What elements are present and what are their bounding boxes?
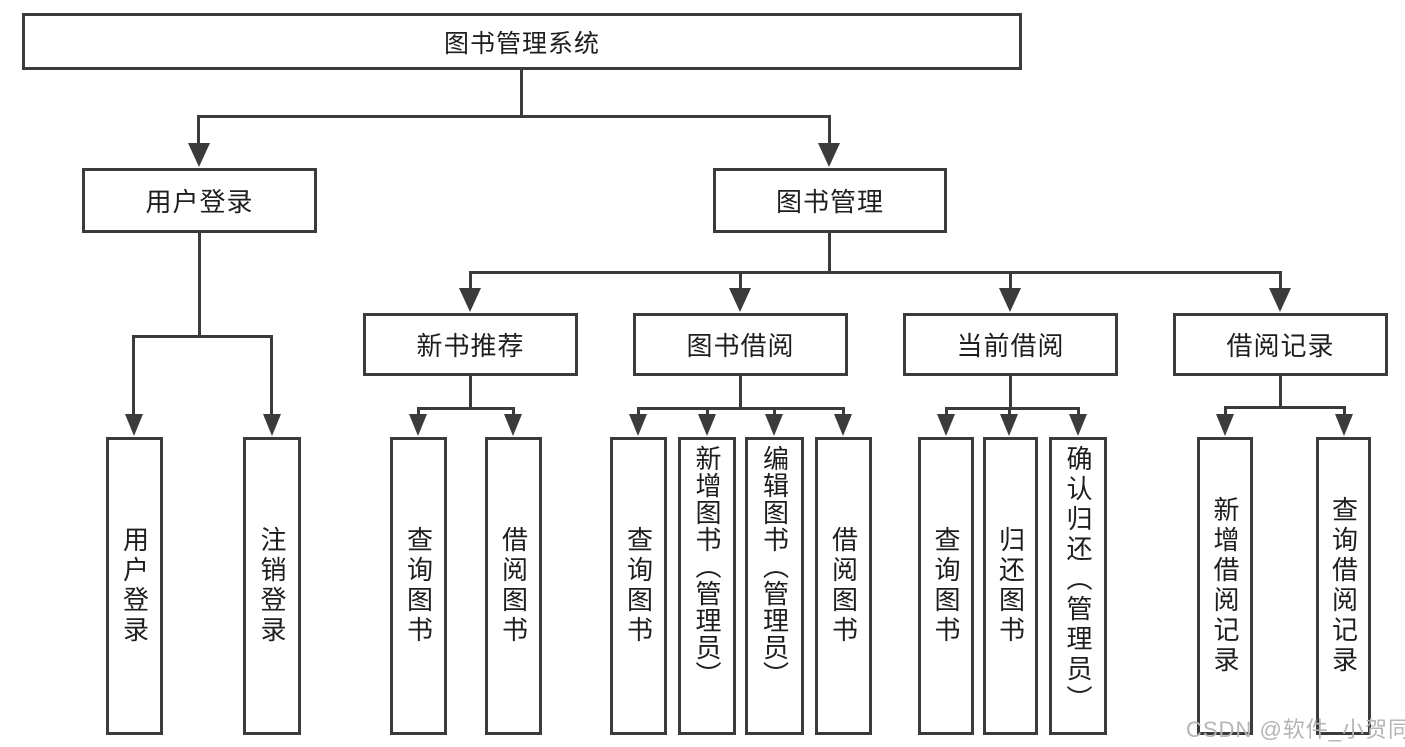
leaf-query-books-3: 查询图书	[918, 437, 974, 735]
arrow-down-icon	[263, 414, 281, 436]
leaf-query-books-3-label: 查询图书	[931, 526, 961, 646]
leaf-borrow-books-2: 借阅图书	[815, 437, 872, 735]
leaf-logout: 注销登录	[243, 437, 301, 735]
stem-section	[1279, 271, 1282, 290]
stem-leaf	[1077, 407, 1080, 416]
leaf-edit-books-admin-label: 编辑图书（管理员）	[759, 445, 790, 688]
arrow-down-icon	[729, 288, 751, 312]
arrow-down-icon	[999, 288, 1021, 312]
arrow-down-icon	[459, 288, 481, 312]
leaf-confirm-return-admin: 确认归还（管理员）	[1049, 437, 1107, 735]
leaf-borrow-books-1-label: 借阅图书	[498, 526, 529, 646]
stem-leaf	[945, 407, 948, 416]
stem-leaf	[270, 335, 273, 415]
node-library-system: 图书管理系统	[22, 13, 1022, 70]
node-user-login-label: 用户登录	[145, 187, 254, 217]
stem-user-login	[197, 115, 200, 145]
leaf-user-login-label: 用户登录	[119, 526, 150, 646]
node-book-management: 图书管理	[713, 168, 947, 233]
connector-section1-children	[417, 407, 515, 410]
leaf-query-borrow-record-label: 查询借阅记录	[1328, 496, 1359, 676]
node-current-borrow: 当前借阅	[903, 313, 1118, 376]
leaf-query-books-1-label: 查询图书	[403, 526, 434, 646]
leaf-borrow-books-1: 借阅图书	[485, 437, 542, 735]
stem-leaf	[417, 407, 420, 416]
stem-leaf	[512, 407, 515, 416]
arrow-down-icon	[765, 414, 783, 436]
arrow-down-icon	[1216, 414, 1234, 436]
node-new-book-recommend-label: 新书推荐	[416, 331, 525, 361]
stem-section-down	[1009, 375, 1012, 409]
connector-section3-children	[945, 407, 1080, 410]
stem-section	[1009, 271, 1012, 290]
node-user-login: 用户登录	[82, 168, 317, 233]
connector-section4-children	[1224, 406, 1346, 409]
arrow-down-icon	[698, 414, 716, 436]
csdn-watermark: CSDN @软件_小贺同学	[1186, 717, 1405, 742]
leaf-borrow-books-2-label: 借阅图书	[828, 526, 859, 646]
stem-leaf	[637, 407, 640, 416]
node-current-borrow-label: 当前借阅	[956, 331, 1065, 361]
stem-leaf	[1343, 406, 1346, 416]
stem-book-management	[828, 115, 831, 145]
node-library-system-label: 图书管理系统	[443, 29, 600, 58]
node-book-management-label: 图书管理	[775, 187, 884, 217]
stem-leaf	[1224, 406, 1227, 416]
leaf-edit-books-admin: 编辑图书（管理员）	[745, 437, 804, 735]
connector-level2	[469, 271, 1282, 274]
stem-section-down	[1279, 375, 1282, 408]
arrow-down-icon	[125, 414, 143, 436]
leaf-query-books-1: 查询图书	[390, 437, 447, 735]
node-borrow-records-label: 借阅记录	[1226, 331, 1335, 361]
stem-section	[469, 271, 472, 290]
arrow-down-icon	[1000, 414, 1018, 436]
arrow-down-icon	[937, 414, 955, 436]
connector-user-login-children	[132, 335, 273, 338]
arrow-down-icon	[409, 414, 427, 436]
arrow-down-icon	[629, 414, 647, 436]
stem-book-management-down	[828, 233, 831, 274]
node-book-borrow: 图书借阅	[633, 313, 848, 376]
stem-root	[520, 70, 523, 117]
arrow-down-icon	[1335, 414, 1353, 436]
leaf-add-books-admin-label: 新增图书（管理员）	[692, 445, 722, 688]
arrow-down-icon	[818, 143, 840, 167]
node-new-book-recommend: 新书推荐	[363, 313, 578, 376]
leaf-query-books-2-label: 查询图书	[623, 526, 654, 646]
stem-leaf	[842, 407, 845, 416]
arrow-down-icon	[1069, 414, 1087, 436]
arrow-down-icon	[1269, 288, 1291, 312]
stem-leaf	[132, 335, 135, 415]
arrow-down-icon	[188, 143, 210, 167]
node-borrow-records: 借阅记录	[1173, 313, 1388, 376]
connector-section2-children	[637, 407, 845, 410]
stem-leaf	[1008, 407, 1011, 416]
stem-section-down	[739, 375, 742, 409]
leaf-confirm-return-admin-label: 确认归还（管理员）	[1063, 445, 1093, 715]
stem-section	[739, 271, 742, 290]
stem-user-login-down	[198, 233, 201, 337]
arrow-down-icon	[504, 414, 522, 436]
connector-level1	[197, 115, 831, 118]
leaf-return-books: 归还图书	[983, 437, 1038, 735]
node-book-borrow-label: 图书借阅	[686, 331, 795, 361]
leaf-add-borrow-record: 新增借阅记录	[1197, 437, 1253, 735]
stem-section-down	[469, 375, 472, 409]
arrow-down-icon	[834, 414, 852, 436]
leaf-add-books-admin: 新增图书（管理员）	[678, 437, 736, 735]
leaf-user-login: 用户登录	[106, 437, 163, 735]
leaf-logout-label: 注销登录	[257, 526, 287, 646]
stem-leaf	[706, 407, 709, 416]
leaf-add-borrow-record-label: 新增借阅记录	[1210, 496, 1240, 676]
leaf-query-borrow-record: 查询借阅记录	[1316, 437, 1371, 735]
leaf-return-books-label: 归还图书	[995, 526, 1026, 646]
stem-leaf	[773, 407, 776, 416]
leaf-query-books-2: 查询图书	[610, 437, 667, 735]
